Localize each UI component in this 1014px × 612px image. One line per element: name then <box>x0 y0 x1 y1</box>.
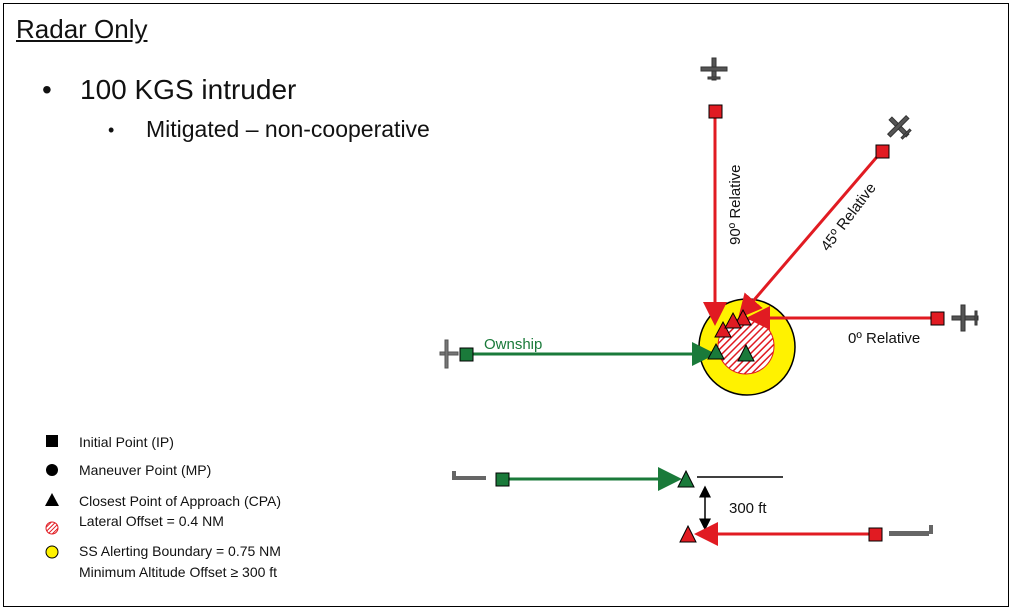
legend-label-alerting: SS Alerting Boundary = 0.75 NM <box>79 543 281 559</box>
legend-square-icon <box>46 435 58 447</box>
aircraft-icon-side-intruder <box>889 525 933 536</box>
legend-label-altitude: Minimum Altitude Offset ≥ 300 ft <box>79 564 277 580</box>
aircraft-icon-0 <box>951 304 979 332</box>
ip-45-marker <box>875 144 890 159</box>
path-45-relative <box>738 150 884 319</box>
bullet-main-text: 100 KGS intruder <box>80 74 297 105</box>
cpa-0-triangle <box>724 311 742 329</box>
cpa-ownship-center-triangle <box>737 343 755 362</box>
side-intruder-cpa-triangle <box>679 524 697 543</box>
side-ownship-ip-marker <box>495 472 510 487</box>
relative-0-label: 0º Relative <box>848 330 920 347</box>
bullet-icon: • <box>42 74 52 105</box>
aircraft-icon-ownship <box>439 339 459 369</box>
legend-label-lateral: Lateral Offset = 0.4 NM <box>79 513 224 529</box>
legend-label-cpa: Closest Point of Approach (CPA) <box>79 493 281 509</box>
slide-title: Radar Only <box>16 14 148 44</box>
aircraft-icon-90 <box>700 57 728 81</box>
side-ownship-cpa-triangle <box>677 469 695 488</box>
legend-label-ip: Initial Point (IP) <box>79 434 174 450</box>
slide-frame <box>3 3 1009 607</box>
legend-triangle-icon <box>45 493 59 506</box>
cpa-90-triangle <box>714 320 732 338</box>
legend-yellow-circle-icon <box>45 545 59 559</box>
legend-circle-icon <box>46 464 58 476</box>
altitude-label: 300 ft <box>729 500 767 517</box>
relative-90-label: 90º Relative <box>727 164 744 245</box>
aircraft-icon-45 <box>886 114 912 140</box>
aircraft-icon-side-ownship <box>452 471 486 480</box>
ownship-label: Ownship <box>484 336 542 353</box>
cpa-45-triangle <box>734 308 752 326</box>
bullet-sub: • Mitigated – non-cooperative <box>108 116 430 143</box>
ip-ownship-marker <box>459 347 474 362</box>
legend-hatched-circle-icon <box>45 521 59 535</box>
legend-label-mp: Maneuver Point (MP) <box>79 462 211 478</box>
bullet-main: • 100 KGS intruder <box>42 74 296 106</box>
ip-0-marker <box>930 311 945 326</box>
cpa-ownship-triangle <box>707 342 725 360</box>
side-intruder-ip-marker <box>868 527 883 542</box>
bullet-sub-text: Mitigated – non-cooperative <box>146 116 430 142</box>
bullet-icon: • <box>108 120 115 141</box>
ip-90-marker <box>708 104 723 119</box>
legend: Initial Point (IP) Maneuver Point (MP) C… <box>45 434 281 580</box>
